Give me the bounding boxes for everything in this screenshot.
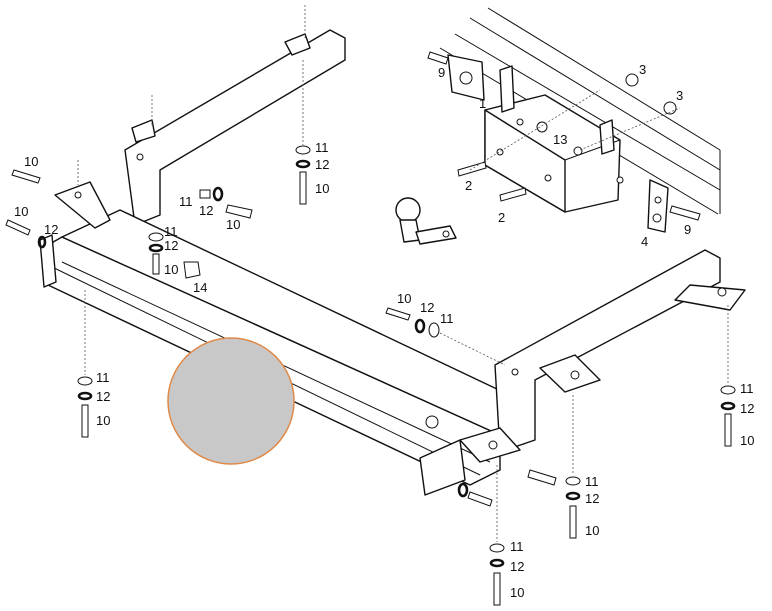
left-side-arm (124, 5, 346, 226)
callout-1: 1 (479, 96, 486, 111)
callout-12: 12 (510, 559, 524, 574)
fastener-stack-right-bottom (565, 395, 581, 539)
callout-12: 12 (315, 157, 329, 172)
callout-11: 11 (510, 539, 524, 554)
callout-11: 11 (440, 311, 454, 326)
callout-14: 14 (193, 280, 207, 295)
fastener-stack-top-center (295, 60, 311, 205)
right-side-arm (459, 249, 746, 463)
fastener-bottom-right-bolts (425, 415, 557, 507)
callout-10: 10 (164, 262, 178, 277)
callout-10: 10 (14, 204, 28, 219)
vehicle-chassis-rails (439, 7, 721, 215)
callout-10: 10 (315, 181, 329, 196)
callout-4: 4 (641, 234, 648, 249)
tow-ball-neck (395, 197, 457, 245)
bracket-bolts (427, 51, 701, 221)
callout-12: 12 (96, 389, 110, 404)
callout-12: 12 (164, 238, 178, 253)
fastener-left-ends (5, 160, 253, 249)
callout-10: 10 (510, 585, 524, 600)
callout-11: 11 (315, 140, 329, 155)
callout-12: 12 (585, 491, 599, 506)
callout-12: 12 (420, 300, 434, 315)
callout-10: 10 (585, 523, 599, 538)
callout-13: 13 (553, 132, 567, 147)
callout-12: 12 (740, 401, 754, 416)
callout-11: 11 (179, 194, 193, 209)
callout-10: 10 (226, 217, 240, 232)
callout-2: 2 (498, 210, 505, 225)
callout-labels: 9 3 3 1 13 2 2 4 9 10 10 12 11 12 10 11 … (14, 62, 754, 600)
fastener-stack-right (720, 305, 736, 447)
callout-2: 2 (465, 178, 472, 193)
highlight-circle (167, 337, 295, 465)
callout-10: 10 (96, 413, 110, 428)
callout-9: 9 (438, 65, 445, 80)
callout-11: 11 (740, 381, 754, 396)
fastener-stack-mid-center (148, 232, 201, 279)
callout-3: 3 (676, 88, 683, 103)
callout-10: 10 (397, 291, 411, 306)
fastener-stack-mid (385, 307, 506, 366)
callout-11: 11 (585, 474, 599, 489)
callout-9: 9 (684, 222, 691, 237)
fastener-stack-lower-left (77, 290, 93, 438)
callout-11: 11 (164, 224, 178, 239)
callout-11: 11 (96, 370, 110, 385)
callout-12: 12 (199, 203, 213, 218)
fastener-stack-bottom (489, 465, 505, 606)
vehicle-mount-bracket (447, 54, 669, 233)
callout-10: 10 (740, 433, 754, 448)
callout-10: 10 (24, 154, 38, 169)
callout-3: 3 (639, 62, 646, 77)
callout-12: 12 (44, 222, 58, 237)
